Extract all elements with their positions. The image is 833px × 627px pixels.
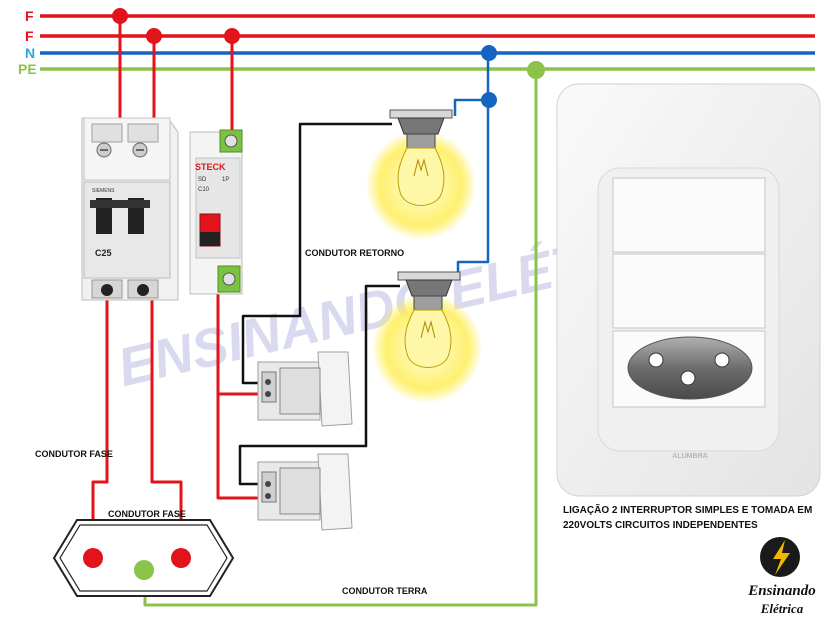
breaker-2p: SIEMENS C25 (81, 117, 179, 301)
lamp-1 (366, 109, 476, 240)
plate-brand: ALUMBRA (672, 453, 707, 460)
outlet-phase-left (83, 548, 103, 568)
junction-n-a (481, 45, 497, 61)
outlet-phase-right (171, 548, 191, 568)
lightning-bolt-icon (773, 540, 790, 575)
breaker-2p-rating: C25 (95, 248, 112, 258)
wire-neutral-main (456, 53, 490, 276)
bus-labels: F F N PE (18, 8, 37, 77)
junctions (112, 8, 545, 108)
breaker-1p-model: SD (198, 177, 207, 183)
wire-phase-to-switches (216, 292, 268, 500)
lamp-2 (372, 271, 482, 403)
wire-return-2 (238, 284, 400, 486)
breaker-2p-brand: SIEMENS (92, 188, 115, 194)
logo-text-line-1: Ensinando (748, 583, 816, 599)
breaker-1p: STECK SD 1P C10 (189, 129, 243, 295)
switch-2 (257, 453, 353, 531)
outlet-symbol (52, 519, 235, 597)
wire-neutral-lamp-1 (453, 98, 488, 116)
ensinando-eletrica-logo (760, 537, 800, 577)
bus-label-f2: F (25, 28, 34, 44)
bus-label-n: N (25, 45, 35, 61)
outlet-earth (134, 560, 154, 580)
label-condutor-fase-left: CONDUTOR FASE (35, 449, 113, 459)
diagram-caption: LIGAÇÃO 2 INTERRUPTOR SIMPLES E TOMADA E… (563, 503, 825, 533)
wire-return-1 (241, 122, 392, 385)
caption-line-1: LIGAÇÃO 2 INTERRUPTOR SIMPLES E TOMADA E… (563, 505, 813, 516)
bus-label-pe: PE (18, 61, 37, 77)
caption-line-2: 220VOLTS CIRCUITOS INDEPENDENTES (563, 520, 758, 531)
breaker-1p-brand: STECK (195, 162, 226, 172)
breaker-1p-poles: 1P (222, 177, 229, 183)
switch-1 (257, 351, 353, 427)
label-condutor-terra: CONDUTOR TERRA (342, 586, 428, 596)
bus-bars (40, 14, 815, 71)
junction-f2-a (146, 28, 162, 44)
junction-pe (527, 61, 545, 79)
label-condutor-fase-center: CONDUTOR FASE (108, 509, 186, 519)
junction-n-b (481, 92, 497, 108)
junction-f2-b (224, 28, 240, 44)
label-condutor-retorno: CONDUTOR RETORNO (305, 248, 404, 258)
junction-f1 (112, 8, 128, 24)
bus-label-f1: F (25, 8, 34, 24)
wall-plate: ALUMBRA (556, 83, 821, 497)
logo-text-line-2: Elétrica (760, 601, 804, 616)
breaker-1p-rating: C10 (198, 187, 210, 193)
